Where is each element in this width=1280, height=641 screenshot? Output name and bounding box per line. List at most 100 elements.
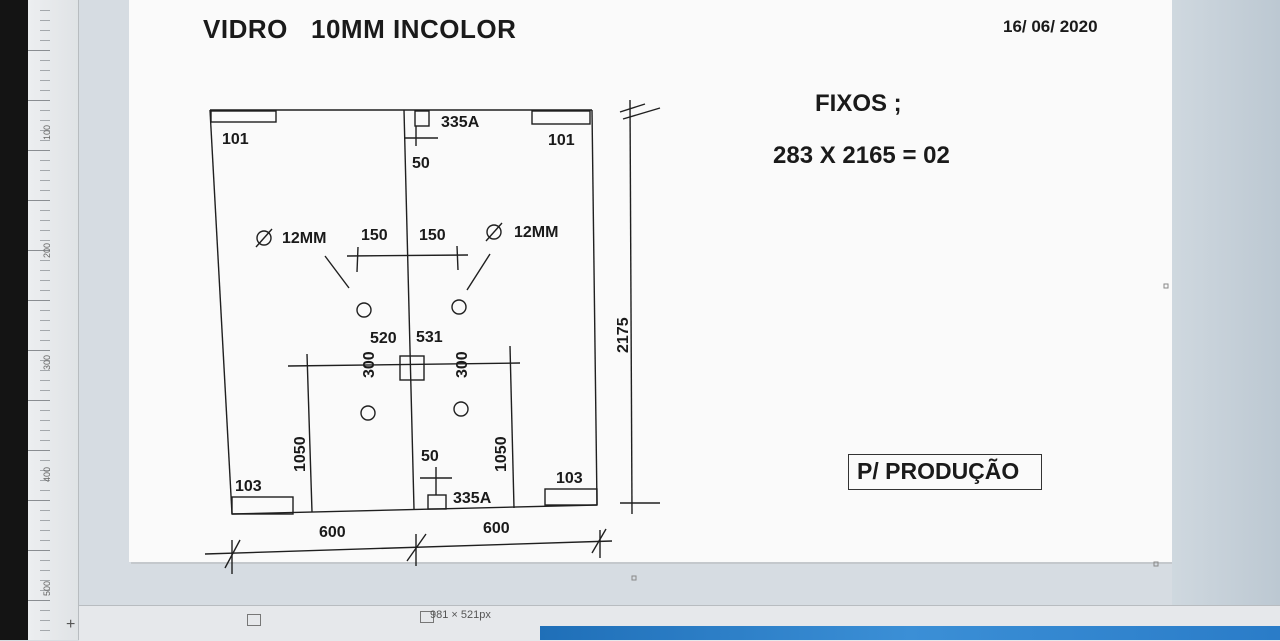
ruler-tick [28,400,50,401]
ruler-tick [40,280,50,281]
ruler-tick [40,470,50,471]
diameter-symbol-left [256,230,272,246]
ruler-tick [28,600,50,601]
ruler-tick [40,320,50,321]
selection-size-icon [420,611,434,623]
ruler-tick [40,610,50,611]
ruler-tick [40,390,50,391]
label-bottom-right-103: 103 [556,470,583,487]
production-label: P/ PRODUÇÃO [857,458,1020,484]
center-hardware-square [399,355,425,381]
label-right-150: 150 [419,227,446,244]
ruler-tick [40,530,50,531]
ruler-tick [40,330,50,331]
ruler-tick [40,570,50,571]
ruler-tick [40,10,50,11]
label-bottom-335a: 335A [453,490,492,507]
canvas-icon[interactable] [247,614,261,626]
resize-handle-bottom[interactable] [631,575,637,581]
hole-spacing-dim-line [346,254,469,257]
ruler-tick [40,170,50,171]
ruler-tick [28,350,50,351]
label-width-left-600: 600 [319,524,346,541]
ruler-tick [40,160,50,161]
diameter-leader-right [466,253,491,291]
label-520: 520 [370,330,397,347]
ruler-tick [40,230,50,231]
ruler-tick [40,360,50,361]
label-top-left-101: 101 [222,131,249,148]
ruler-tick [40,240,50,241]
label-top-50: 50 [412,155,430,172]
ruler-tick [40,40,50,41]
label-bottom-left-103: 103 [235,478,262,495]
ruler-tick [40,510,50,511]
ruler-tick [40,560,50,561]
ruler-tick [40,30,50,31]
document-date: 16/ 06/ 2020 [1003,17,1098,36]
ruler-tick [40,130,50,131]
ruler-tick [40,620,50,621]
ruler-tick [40,220,50,221]
label-height-2175: 2175 [615,317,632,353]
ruler-tick [40,60,50,61]
ruler-tick [40,70,50,71]
ruler-tick [40,120,50,121]
taskbar [540,626,1280,640]
ruler-tick [28,450,50,451]
ruler-tick [40,540,50,541]
label-left-1050: 1050 [292,436,309,472]
left-1050-dim-line [306,353,313,513]
notch-top-right [531,110,591,125]
add-icon[interactable]: + [66,616,76,633]
production-stamp-box [848,454,1042,490]
ruler-tick [28,200,50,201]
width-dim-line [204,540,613,555]
width-tick-right [591,528,607,554]
ruler-tick [40,520,50,521]
ruler-tick [40,590,50,591]
ruler-tick [40,310,50,311]
ruler-tick [40,270,50,271]
height-dim-line [629,99,633,515]
hole-lower-right [453,401,469,417]
label-top-335a: 335A [441,114,480,131]
label-531: 531 [416,329,443,346]
hole-lower-left [360,405,376,421]
panel-center-divider [403,109,415,510]
label-left-150: 150 [361,227,388,244]
resize-handle-right[interactable] [1163,283,1169,289]
label-left-12mm: 12MM [282,230,326,247]
resize-handle-corner[interactable] [1153,561,1159,567]
label-left-300: 300 [361,351,378,378]
ruler-tick [40,380,50,381]
fixos-label: FIXOS ; [815,90,902,117]
ruler-tick [40,90,50,91]
ruler-tick [40,260,50,261]
ruler-tick [28,50,50,51]
notch-bottom-center [427,494,447,510]
diameter-slash-left [255,228,273,248]
diameter-leader-left [324,255,350,289]
ruler-tick [40,210,50,211]
ruler-tick [40,370,50,371]
ruler-tick [40,420,50,421]
ruler-tick [28,250,50,251]
right-1050-dim-line [509,345,515,509]
panel-right-edge [591,109,598,506]
ruler-tick [28,550,50,551]
ruler-tick [40,110,50,111]
ruler-tick [28,500,50,501]
label-bottom-50: 50 [421,448,439,465]
canvas-area [79,0,1280,605]
label-right-12mm: 12MM [514,224,558,241]
ruler-tick [28,300,50,301]
notch-bottom-left [231,496,294,515]
ruler-tick [40,180,50,181]
ruler-tick [40,140,50,141]
screen-bezel [0,0,28,640]
ruler-tick [40,490,50,491]
ruler-tick [40,480,50,481]
